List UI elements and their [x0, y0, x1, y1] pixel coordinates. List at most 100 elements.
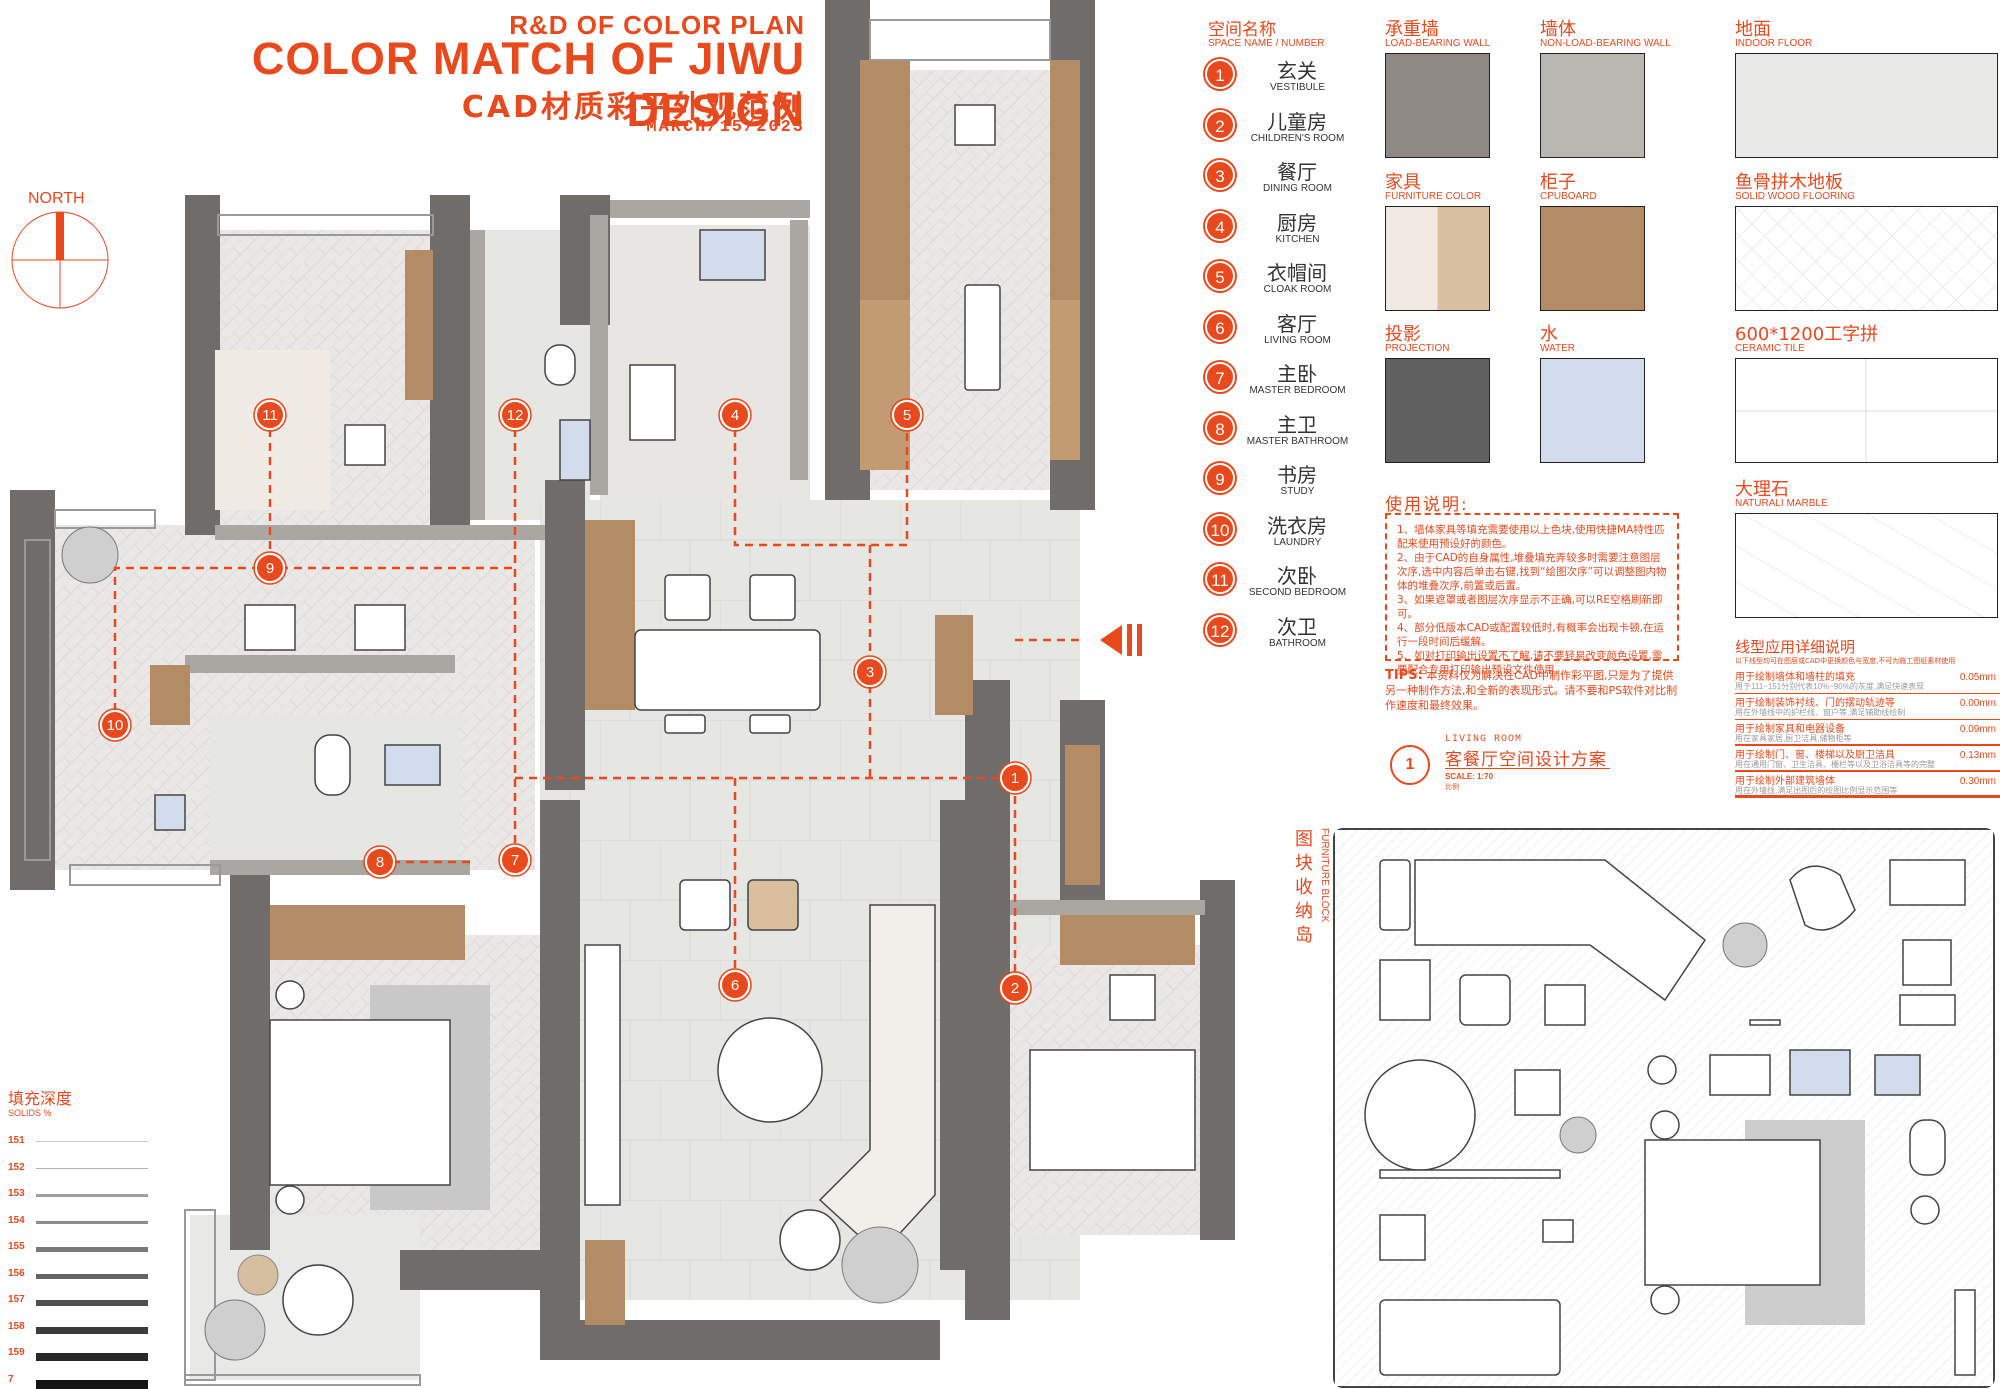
solid-row: 7: [8, 1373, 148, 1389]
solid-bar: [36, 1273, 148, 1279]
floor-subtitle: SOLID WOOD FLOORING: [1735, 191, 1856, 202]
plan-marker-label: 12: [507, 407, 524, 424]
furniture-block-svg: [1335, 830, 1993, 1386]
space-number-badge: 9: [1205, 463, 1235, 493]
block-plant: [1722, 922, 1768, 968]
space-number-badge: 7: [1205, 362, 1235, 392]
swatch-title: 投影: [1385, 324, 1421, 345]
cupboards: [150, 60, 1195, 1325]
plan-marker-10: 10: [98, 708, 132, 742]
plan-marker-1: 1: [998, 761, 1032, 795]
line-weight-note: 用在家具家居,厨卫洁具,储物柜等: [1735, 734, 1852, 743]
plan-marker-label: 2: [1011, 980, 1019, 997]
solid-row: 152: [8, 1162, 148, 1176]
solid-label: 158: [8, 1320, 25, 1332]
space-name-cn: 主卧: [1277, 362, 1317, 386]
block-l-sofa: [1414, 859, 1707, 1002]
floor-swatch-box: [1735, 53, 1998, 158]
furniture-block-panel: [1333, 828, 1995, 1388]
solid-label: 157: [8, 1294, 25, 1305]
line-weights-title: 线型应用详细说明: [1735, 638, 1856, 656]
block-armchair: [1789, 865, 1856, 931]
header-date: MARCH/15/2023: [646, 118, 805, 137]
space-name-cn: 客厅: [1277, 311, 1317, 336]
block-laptop: [1542, 1219, 1574, 1243]
floor-subtitle: INDOOR FLOOR: [1735, 38, 1813, 49]
block-mini: [1899, 994, 1956, 1026]
line-weight-value: 0.09mm: [1959, 724, 1996, 735]
block-toilet: [1909, 1119, 1946, 1176]
windows: [24, 19, 1051, 1386]
solid-label: 155: [8, 1241, 25, 1252]
line-weight-use: 用于绘制墙体和墙柱的填充: [1735, 672, 1855, 683]
space-number-badge: 4: [1205, 210, 1235, 241]
solid-bar: [36, 1379, 148, 1389]
north-arrow-icon: [11, 211, 109, 309]
space-name-en: KITCHEN: [1275, 233, 1320, 245]
living-room-cn: 客餐厅空间设计方案: [1445, 750, 1607, 770]
space-name-cn: 次卫: [1277, 614, 1317, 639]
dining-chairs: [664, 574, 796, 734]
swatch-box: [1385, 206, 1490, 311]
coffee-table: [717, 1017, 823, 1123]
solid-bar: [36, 1167, 148, 1170]
solids-title: 填充深度: [8, 1089, 73, 1108]
plan-marker-label: 4: [731, 407, 739, 424]
tips-text: 本资料仅为解决在CAD中制作彩平图,只是为了提供另一种制作方法,和全新的表现形式…: [1385, 669, 1678, 712]
usage-line: 4、部分低版本CAD或配置较低时,有概率会出现卡顿,在运行一段时间后缓解。: [1397, 622, 1664, 648]
living-room-scale-cn: 比例: [1445, 784, 1459, 791]
space-name-cn: 书房: [1277, 463, 1317, 487]
solid-bar: [36, 1247, 148, 1252]
plan-marker-2: 2: [998, 971, 1032, 1005]
block-title-en: FURNITURE BLOCK: [1319, 828, 1330, 923]
living-room-number: 1: [1390, 745, 1430, 785]
header-subtitle: R&D OF COLOR PLAN: [509, 10, 805, 40]
solid-bar: [36, 1300, 148, 1307]
block-round-seat: [1647, 1055, 1677, 1085]
solid-label: 153: [8, 1188, 25, 1199]
space-name-cn: 洗衣房: [1267, 513, 1327, 538]
space-name-en: STUDY: [1280, 486, 1315, 497]
space-number-badge: 8: [1205, 412, 1235, 443]
header-title: COLOR MATCH OF JIWU DESIGN: [251, 33, 805, 136]
swatch-subtitle: CPUBOARD: [1540, 191, 1597, 202]
line-weight-value: 0.30mm: [1959, 776, 1996, 787]
block-stool: [1459, 974, 1511, 1026]
space-list-header: 空间名称: [1208, 20, 1276, 40]
swatch-title: 承重墙: [1385, 19, 1439, 40]
partition-walls: [185, 200, 1205, 915]
space-list-subheader: SPACE NAME / NUMBER: [1208, 38, 1325, 49]
line-weight-value: 0.05mm: [1959, 672, 1996, 683]
plan-marker-12: 12: [498, 398, 532, 432]
line-weight-note: 用于111~151分别代表10%~90%的灰度,满足快速表现: [1735, 682, 1925, 691]
solid-label: 159: [8, 1347, 25, 1358]
nightstand-lamp-2: [275, 1185, 305, 1215]
line-weight-value: 0.00mm: [1959, 698, 1996, 709]
swatch-box: [1385, 358, 1490, 463]
child-bed: [1029, 1049, 1196, 1171]
living-room-title-block: 1 LIVING ROOM 客餐厅空间设计方案 SCALE: 1:70 比例: [1390, 730, 1630, 791]
space-number-badge: 12: [1205, 614, 1235, 645]
plan-marker-label: 6: [731, 977, 739, 994]
space-name-cn: 次卧: [1277, 564, 1317, 588]
space-name-en: SECOND BEDROOM: [1248, 587, 1347, 598]
space-number-badge: 6: [1205, 311, 1235, 342]
plan-marker-label: 8: [376, 854, 384, 871]
space-name-cn: 玄关: [1277, 59, 1317, 83]
solid-label: 7: [8, 1373, 14, 1385]
usage-line: 3、如果遮罩或者图层次序显示不正确,可以RE空格刷新即可。: [1397, 594, 1663, 620]
plant-study: [61, 526, 119, 584]
solid-bar: [36, 1326, 148, 1334]
space-number-badge: 3: [1205, 160, 1235, 190]
balcony-chair: [282, 1264, 354, 1336]
